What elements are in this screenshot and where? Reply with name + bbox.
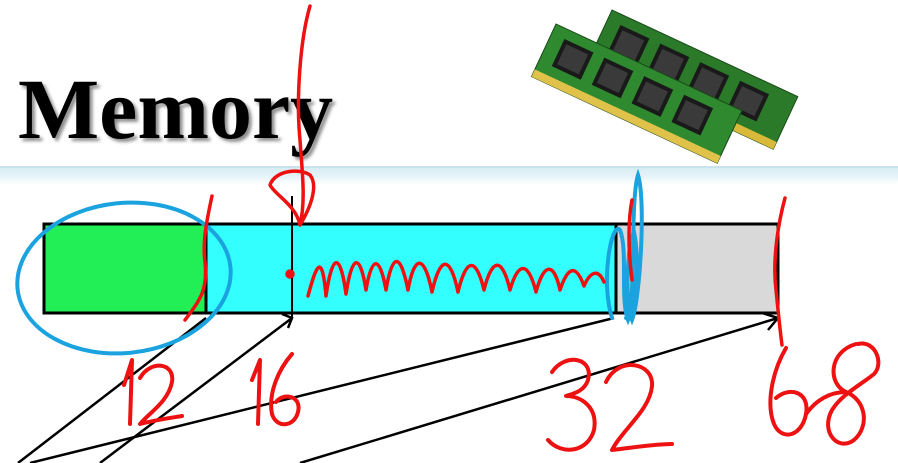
title-rule-gradient xyxy=(0,168,898,184)
blue-annotations xyxy=(15,168,644,356)
red-dot xyxy=(285,269,295,279)
red-tick-32 xyxy=(627,198,634,282)
handwritten-number-12 xyxy=(122,358,184,426)
title-rule xyxy=(0,166,898,169)
memory-bar xyxy=(42,222,780,315)
memory-segment-used xyxy=(42,222,208,315)
ram-modules-icon xyxy=(530,9,799,164)
blue-scribble xyxy=(604,168,644,326)
handwritten-number-68 xyxy=(768,341,881,446)
memory-segment-allocated xyxy=(204,222,618,315)
red-annotations xyxy=(183,4,787,347)
red-pointer-scribble xyxy=(268,4,316,227)
red-tick-12 xyxy=(183,194,214,322)
handwritten-number-16 xyxy=(250,352,301,427)
blue-circle xyxy=(15,200,233,356)
handwritten-number-32 xyxy=(546,357,674,452)
red-wave xyxy=(306,259,606,298)
red-tick-68 xyxy=(773,196,787,347)
slide-title: Memory xyxy=(18,61,334,157)
